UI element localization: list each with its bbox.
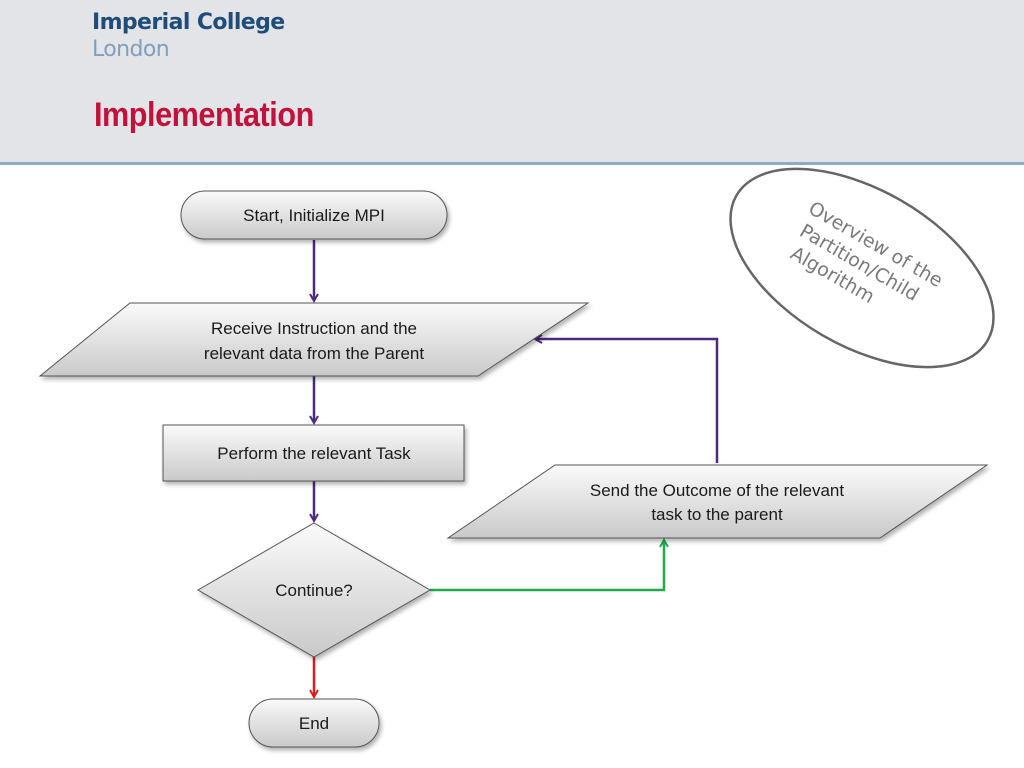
send-outcome-node: Send the Outcome of the relevant task to… [446, 464, 989, 539]
end-node: End [248, 698, 380, 748]
start-node-label: Start, Initialize MPI [243, 206, 385, 225]
continue-decision-node: Continue? [197, 522, 431, 658]
logo-london: London [92, 37, 170, 62]
slide-header: Imperial College London Implementation [0, 0, 1024, 165]
start-node: Start, Initialize MPI [180, 190, 448, 240]
continue-decision-label: Continue? [275, 581, 353, 600]
perform-task-node: Perform the relevant Task [162, 424, 465, 482]
receive-instruction-label-1: Receive Instruction and the [211, 319, 417, 338]
arrow-send-to-receive [536, 339, 719, 463]
overview-annotation: Overview of the Partition/Child Algorith… [729, 167, 995, 369]
arrow-decision-to-send [430, 541, 664, 592]
perform-task-label: Perform the relevant Task [217, 444, 411, 463]
send-outcome-label-2: task to the parent [651, 505, 783, 524]
end-node-label: End [299, 714, 329, 733]
slide-title: Implementation [94, 96, 314, 134]
receive-instruction-node: Receive Instruction and the relevant dat… [38, 302, 590, 377]
logo-imperial-college: Imperial College [92, 10, 285, 35]
send-outcome-label-1: Send the Outcome of the relevant [590, 481, 844, 500]
receive-instruction-label-2: relevant data from the Parent [204, 344, 424, 363]
